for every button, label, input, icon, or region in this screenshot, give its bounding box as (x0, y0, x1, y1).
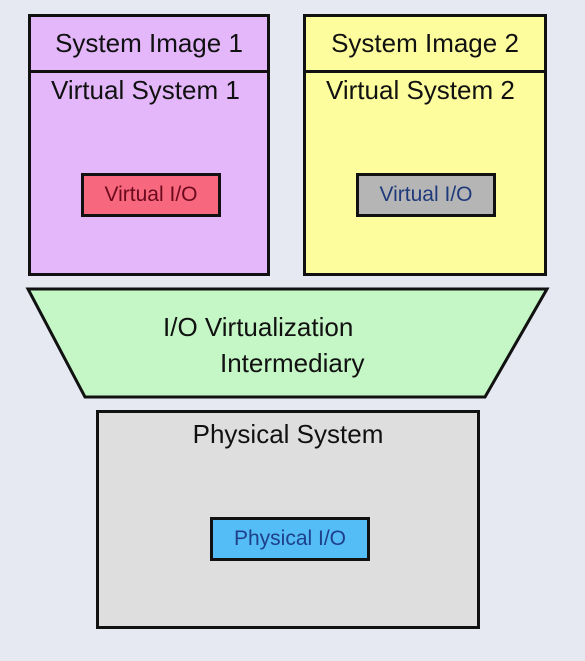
system-image-1-box: System Image 1 Virtual System 1 Virtual … (28, 14, 270, 276)
virtual-system-1-label: Virtual System 1 (51, 75, 240, 105)
virtual-io-1-box: Virtual I/O (81, 173, 221, 217)
virtual-io-2-box: Virtual I/O (356, 173, 496, 217)
system-image-2-box: System Image 2 Virtual System 2 Virtual … (303, 14, 547, 276)
intermediary-label-line1: I/O Virtualization (163, 312, 354, 342)
physical-system-title: Physical System (192, 419, 384, 449)
intermediary-label-line2: Intermediary (220, 348, 365, 378)
physical-system-box: Physical System Physical I/O (96, 410, 480, 629)
system-image-2-header: System Image 2 (306, 17, 544, 73)
physical-io-box: Physical I/O (210, 517, 370, 561)
virtual-system-2-label: Virtual System 2 (326, 75, 515, 105)
system-image-1-header: System Image 1 (31, 17, 267, 73)
